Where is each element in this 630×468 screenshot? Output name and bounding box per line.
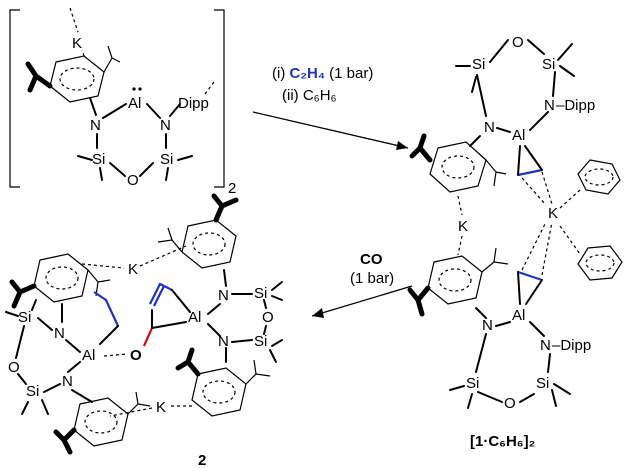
atom-k: K: [156, 399, 166, 416]
aryl-ring: [181, 219, 237, 269]
atom-n: N: [160, 117, 171, 134]
atom-o: O: [262, 309, 274, 326]
atom-al: Al: [512, 127, 525, 144]
aryl-ring: [49, 55, 105, 103]
product-1-c6h6-dimer: O Si Si N N –Dipp Al K K: [407, 34, 623, 450]
dipp-label: –Dipp: [552, 337, 591, 354]
atom-al: Al: [188, 309, 201, 326]
atom-si: Si: [466, 375, 479, 392]
atom-al: Al: [82, 347, 95, 364]
reaction-arrow-1: (i) C₂H₄ (1 bar) (ii) C₆H₆: [252, 65, 409, 150]
atom-n: N: [54, 325, 65, 342]
atom-n: N: [540, 337, 551, 354]
atom-si: Si: [18, 309, 31, 326]
atom-n: N: [482, 317, 493, 334]
atom-k: K: [72, 35, 82, 52]
atom-si: Si: [472, 56, 485, 73]
benzene-ring: [577, 245, 623, 281]
co-conditions: (1 bar): [350, 270, 394, 287]
atom-n: N: [218, 287, 229, 304]
atom-n: N: [62, 373, 73, 390]
right-bracket: [214, 9, 225, 188]
atom-si: Si: [160, 151, 173, 168]
atom-si: Si: [536, 375, 549, 392]
atom-si: Si: [254, 285, 267, 302]
benzene-ring: [577, 159, 621, 195]
atom-o: O: [504, 395, 516, 412]
reactant-dimer: 2 K N Al N Dipp Si Si O: [9, 7, 236, 197]
atom-o: O: [8, 359, 20, 376]
atom-n: N: [484, 119, 495, 136]
left-bracket: [9, 9, 20, 188]
dimer-subscript: 2: [228, 180, 236, 197]
dipp-label: –Dipp: [556, 97, 595, 114]
atom-k: K: [548, 205, 558, 222]
product-1-label: [1·C₆H₆]₂: [470, 433, 535, 450]
aryl-ring: [73, 397, 129, 447]
product-2-label: 2: [198, 452, 206, 468]
atom-o: O: [127, 172, 139, 189]
atom-n: N: [544, 97, 555, 114]
atom-al: Al: [512, 307, 525, 324]
atom-k: K: [128, 261, 138, 278]
aryl-ring: [191, 367, 247, 417]
dipp-label: Dipp: [178, 95, 209, 112]
step-2-label: (ii) C₆H₆: [282, 87, 337, 104]
aryl-ring: [33, 253, 89, 303]
reaction-arrow-2: CO (1 bar): [311, 251, 413, 318]
aryl-ring: [427, 255, 483, 305]
aryl-ring: [429, 141, 487, 193]
atom-o-red: O: [130, 347, 142, 364]
atom-n: N: [90, 117, 101, 134]
atom-al: Al: [128, 95, 141, 112]
atom-si: Si: [26, 383, 39, 400]
atom-o: O: [512, 34, 524, 51]
co-reagent: CO: [360, 251, 383, 268]
atom-n: N: [218, 333, 229, 350]
atom-si: Si: [542, 56, 555, 73]
atom-si: Si: [92, 151, 105, 168]
atom-k: K: [458, 218, 468, 235]
step-1-label: (i) C₂H₄ (1 bar): [272, 65, 373, 82]
product-2: K N Si O Si N Al O Al N Si O Si N: [5, 193, 283, 468]
atom-si: Si: [254, 333, 267, 350]
